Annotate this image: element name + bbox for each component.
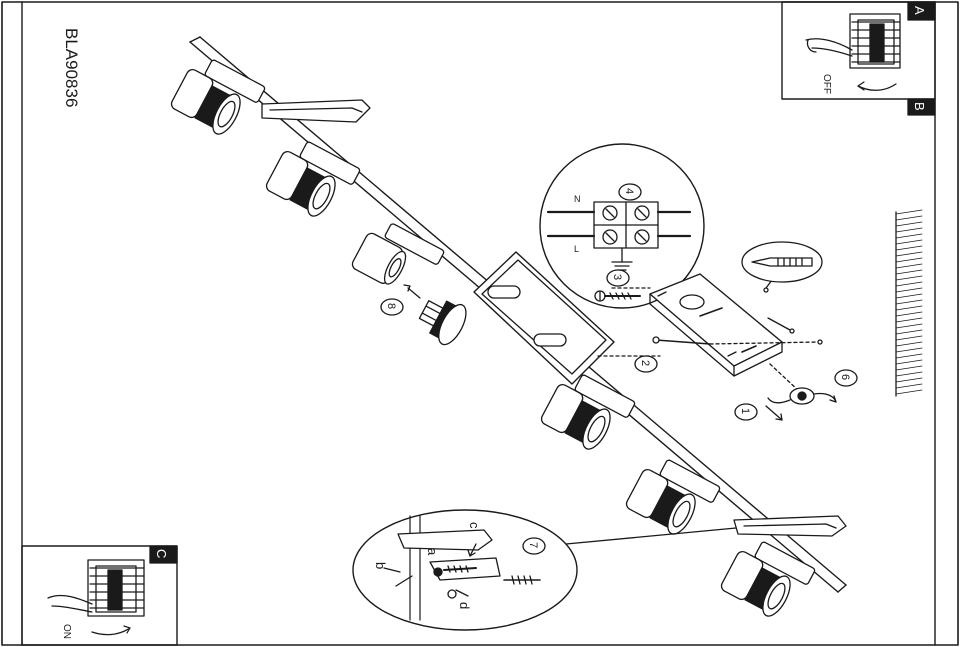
screw	[594, 290, 641, 302]
panel-c-caption: ON	[61, 624, 72, 639]
spotlight	[170, 59, 266, 135]
switch-illustration-on	[87, 559, 145, 617]
detail-label-a: a	[425, 548, 440, 556]
step-7-label: 7	[527, 542, 539, 548]
step-6-label: 6	[839, 374, 851, 380]
detail-label-b: b	[373, 562, 388, 569]
switch-illustration-off	[849, 13, 901, 69]
spotlight-open	[351, 223, 445, 285]
spotlight	[265, 141, 361, 217]
mounting-plate	[473, 251, 615, 385]
mounting-box	[649, 273, 795, 377]
step-1-callout: 1	[734, 403, 783, 421]
hand-icon	[805, 38, 853, 57]
wall-hatch	[895, 209, 923, 397]
rotate-arrow-icon	[857, 83, 897, 91]
panel-a-letter: A	[912, 6, 927, 15]
panel-c: C ON	[21, 545, 178, 646]
rotate-arrow-icon	[91, 627, 131, 636]
rail-bracket	[261, 99, 371, 123]
panel-c-letter-box	[149, 545, 178, 564]
anchor-detail	[741, 241, 823, 289]
wiring-detail: N L 4	[539, 143, 705, 309]
step-8-label: 8	[385, 303, 397, 309]
panel-a-letter-box	[907, 1, 936, 21]
bracket-detail: c b a d 7	[352, 509, 737, 631]
panel-a-caption: OFF	[821, 74, 832, 94]
step-5-callout: 2	[634, 355, 658, 373]
panel-b-header: B	[907, 98, 936, 116]
step-8-callout: 8	[380, 284, 421, 316]
step-3-label: 3	[611, 274, 623, 280]
detail-label-c: c	[467, 522, 482, 529]
panel-b-letter: B	[912, 102, 927, 111]
spotlight	[720, 541, 816, 617]
step-3-callout: 3	[606, 269, 651, 289]
spotlight	[625, 459, 721, 535]
fixing-knob	[767, 363, 837, 405]
step-1-label: 1	[739, 408, 751, 414]
step-4-label: 4	[623, 188, 635, 194]
terminal-n-label: N	[574, 194, 581, 204]
terminal-l-label: L	[574, 244, 579, 254]
rail-bracket	[733, 515, 847, 537]
step-6-callout: 6	[834, 369, 858, 387]
led-bulb	[418, 300, 467, 346]
spotlight	[540, 374, 636, 450]
step-5-label: 2	[639, 360, 651, 366]
hand-icon	[47, 594, 93, 613]
fixing-screw	[597, 336, 823, 357]
document-code: BLA90836	[62, 28, 81, 107]
terminal-block	[593, 201, 659, 249]
panel-c-letter: C	[154, 549, 169, 558]
detail-label-d: d	[457, 602, 472, 609]
panel-a: A OFF	[781, 1, 936, 100]
